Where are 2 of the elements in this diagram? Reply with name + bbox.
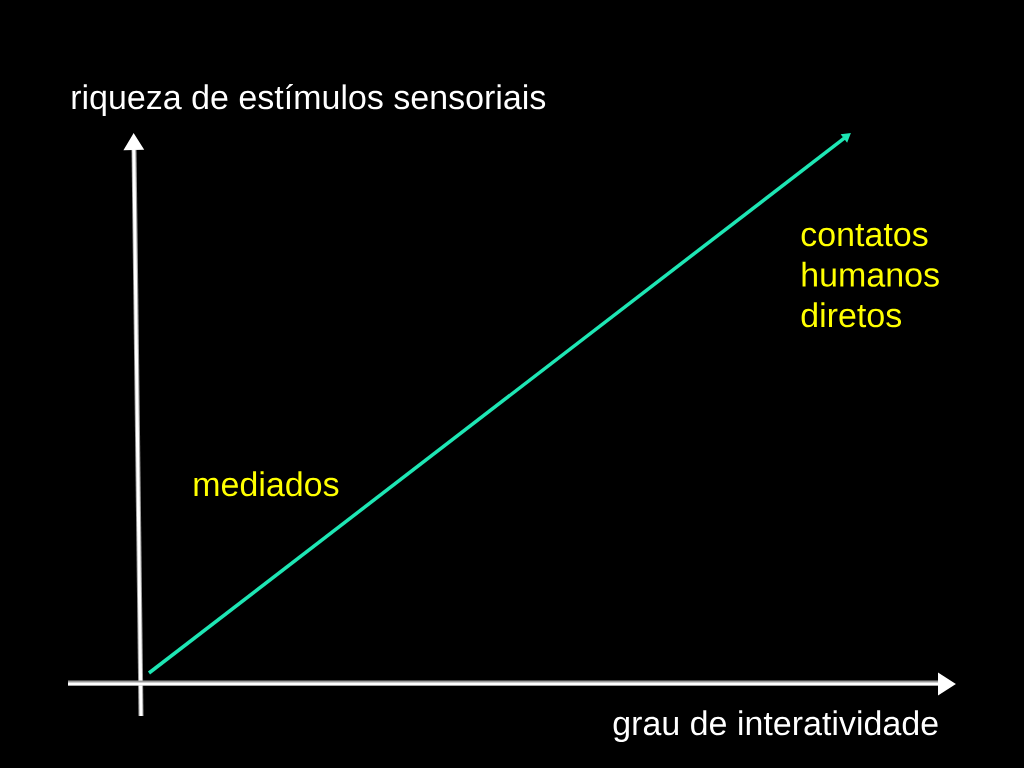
axis-label: riqueza de estímulos sensoriais [72, 83, 546, 117]
axis-label: grau de interatividade [613, 710, 938, 743]
